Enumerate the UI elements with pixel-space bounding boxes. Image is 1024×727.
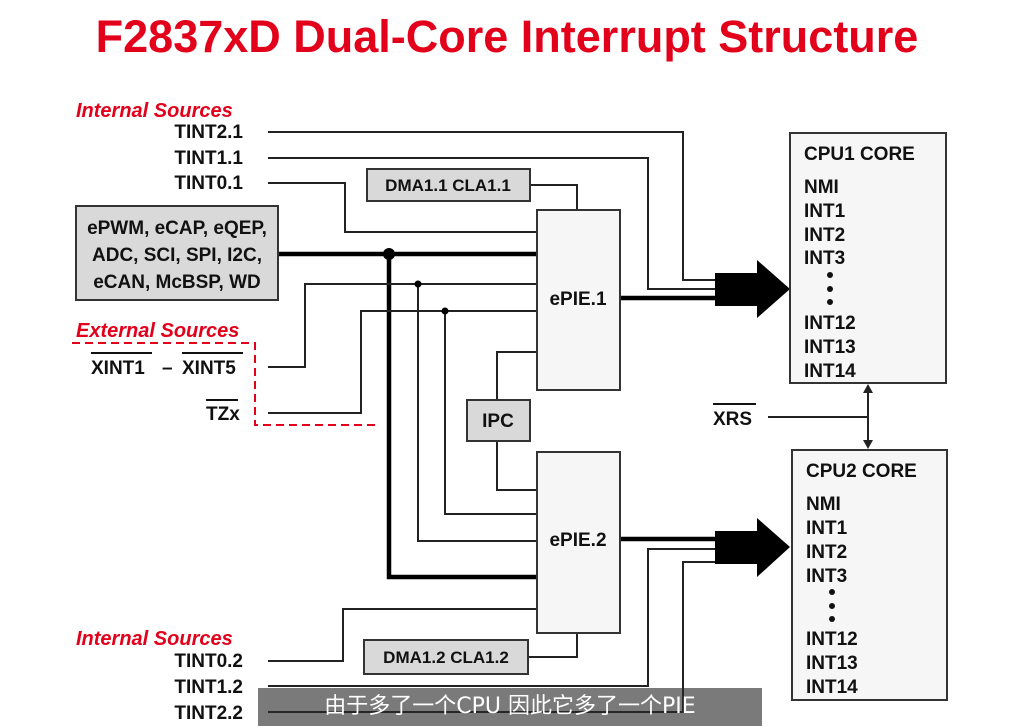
tint0-2-label: TINT0.2 <box>174 651 243 672</box>
epie2-box <box>536 451 621 634</box>
cpu1-int: INT12 <box>804 313 856 334</box>
video-subtitle: 由于多了一个CPU 因此它多了一个PIE <box>258 688 762 726</box>
ellipsis-dot <box>827 272 833 278</box>
ipc-wire-1 <box>496 351 537 400</box>
cpu2-core-box <box>791 449 948 701</box>
slide-title: F2837xD Dual-Core Interrupt Structure <box>96 11 919 62</box>
cpu2-int: INT2 <box>806 542 847 563</box>
epie1-label: ePIE.1 <box>549 289 606 310</box>
arrowhead-down-icon <box>863 440 873 449</box>
tint2-2-label: TINT2.2 <box>174 703 243 724</box>
cpu2-title: CPU2 CORE <box>806 461 917 482</box>
cpu1-int: NMI <box>804 177 839 198</box>
xrs-label: XRS <box>713 409 752 430</box>
external-sources-dashed-box <box>72 342 375 426</box>
cpu1-core-box <box>789 132 947 384</box>
dma-cla-1-box <box>366 168 531 202</box>
ipc-wire-2 <box>496 441 537 491</box>
cpu1-arrow-icon <box>715 260 790 318</box>
dma-cla-1-label: DMA1.1 CLA1.1 <box>385 176 511 195</box>
cpu2-int: INT12 <box>806 629 858 650</box>
external-sources-label: External Sources <box>76 320 239 342</box>
wires <box>72 131 873 713</box>
cpu1-int: INT1 <box>804 201 846 222</box>
dma-cla-2-label: DMA1.2 CLA1.2 <box>383 648 509 667</box>
tzx-label: TZx <box>206 404 240 425</box>
tz-wire-2 <box>444 311 537 515</box>
junction-dot <box>441 307 449 315</box>
xint-wire-2 <box>417 284 537 542</box>
cpu2-int: INT1 <box>806 518 848 539</box>
tint1-2-label: TINT1.2 <box>174 677 243 698</box>
tint0-2-wire <box>268 608 537 662</box>
arrowhead-up-icon <box>863 384 873 393</box>
dma-cla-1-wire <box>530 184 578 210</box>
xint5-label: XINT5 <box>182 358 236 379</box>
ellipsis-dot <box>829 616 835 622</box>
internal-sources-label: Internal Sources <box>76 100 233 122</box>
cpu2-int: INT13 <box>806 653 858 674</box>
cpu2-int: INT14 <box>806 677 858 698</box>
xint1-label: XINT1 <box>91 358 145 379</box>
dma-cla-2-wire <box>528 633 578 658</box>
ellipsis-dot <box>829 603 835 609</box>
peripherals-line: ePWM, eCAP, eQEP, <box>87 218 267 239</box>
tint1-2-wire <box>268 548 715 687</box>
cpu2-int: INT3 <box>806 566 847 587</box>
ipc-label: IPC <box>482 411 514 432</box>
tint2-1-wire <box>268 131 715 281</box>
cpu1-int: INT14 <box>804 361 856 382</box>
peripherals-line: eCAN, McBSP, WD <box>93 272 261 293</box>
cpu2-arrow-icon <box>715 518 790 577</box>
cpu1-int: INT2 <box>804 225 845 246</box>
ellipsis-dot <box>827 286 833 292</box>
junction-dot <box>414 280 422 288</box>
cpu1-int: INT3 <box>804 248 845 269</box>
ellipsis-dot <box>829 589 835 595</box>
tint1-1-label: TINT1.1 <box>174 148 243 169</box>
junction-dot <box>383 248 395 260</box>
xint-dash: – <box>162 358 173 379</box>
cpu2-int: NMI <box>806 494 841 515</box>
peripheral-bus-2 <box>386 254 537 580</box>
tint0-1-label: TINT0.1 <box>174 173 243 194</box>
peripherals-line: ADC, SCI, SPI, I2C, <box>92 245 262 266</box>
tint0-1-wire <box>268 182 537 233</box>
internal-sources-label-2: Internal Sources <box>76 628 233 650</box>
tz-wire <box>268 310 537 414</box>
tint2-1-label: TINT2.1 <box>174 122 243 143</box>
epie1-box <box>536 209 621 391</box>
cpu1-title: CPU1 CORE <box>804 144 915 165</box>
dma-cla-2-box <box>363 639 529 675</box>
peripherals-box <box>75 205 279 301</box>
epie2-label: ePIE.2 <box>549 530 606 551</box>
cpu1-int: INT13 <box>804 337 856 358</box>
tint1-1-wire <box>268 157 715 290</box>
ipc-box <box>466 399 531 442</box>
ellipsis-dot <box>827 299 833 305</box>
